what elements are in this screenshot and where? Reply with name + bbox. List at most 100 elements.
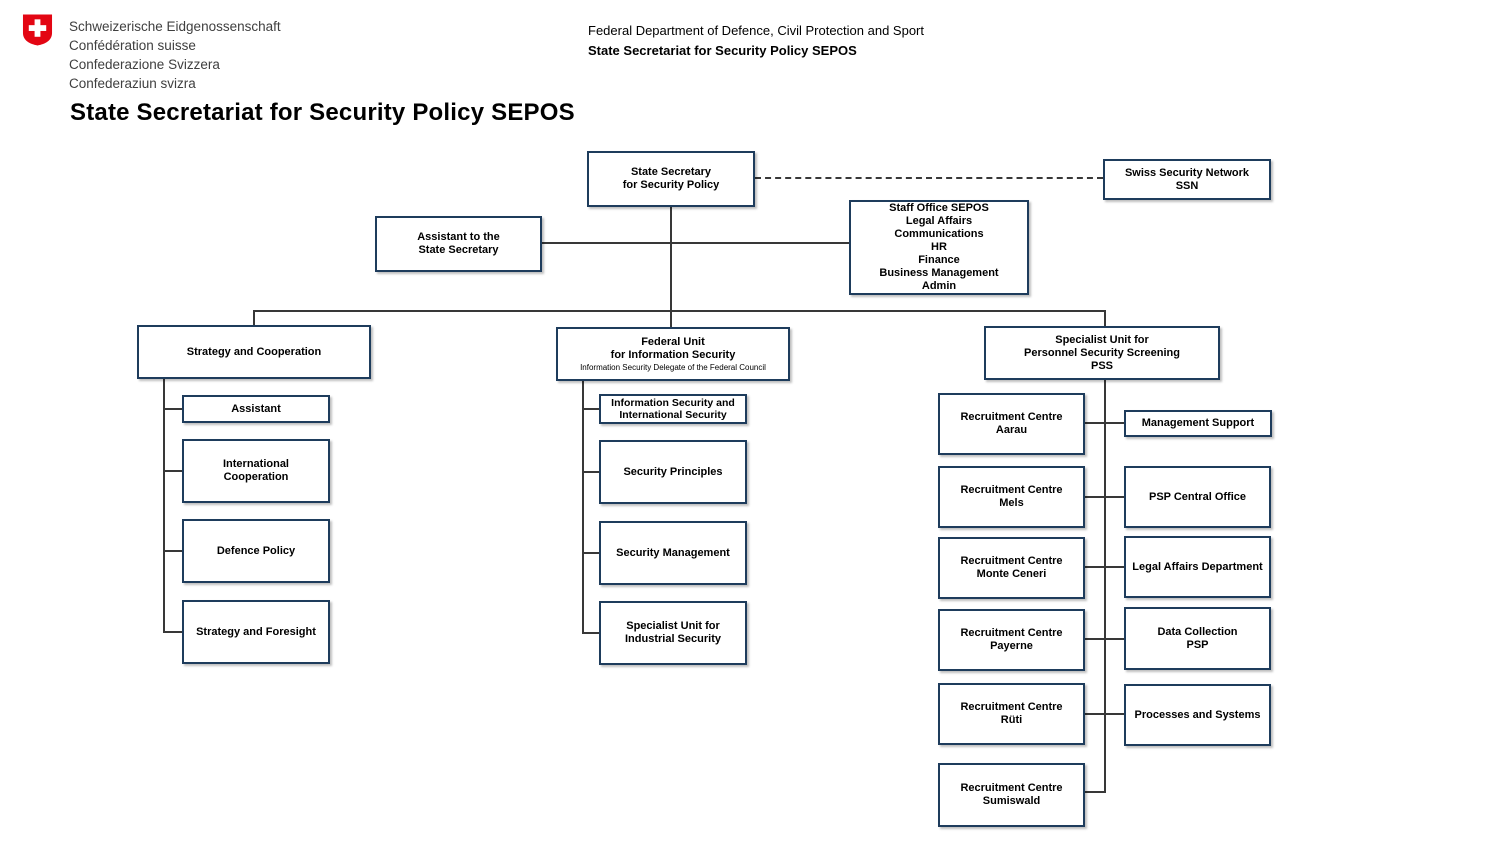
node-label: Rüti <box>1000 714 1023 726</box>
connector-line <box>163 408 182 410</box>
node-information-security-international: Information Security and International S… <box>599 394 747 424</box>
node-specialist-unit-pss: Specialist Unit for Personnel Security S… <box>984 326 1220 380</box>
node-label: Security Management <box>616 546 730 559</box>
connector-line <box>542 242 849 244</box>
node-label: for Security Policy <box>622 179 720 191</box>
logo-line: Confédération suisse <box>69 38 196 53</box>
node-federal-unit-information-security: Federal Unit for Information Security In… <box>556 327 790 381</box>
connector-line <box>582 552 599 554</box>
node-label: PSS <box>1090 359 1113 372</box>
node-label: for Information Security <box>610 349 736 361</box>
node-label: Recruitment Centre <box>960 701 1063 713</box>
node-assistant-to-state-secretary: Assistant to the State Secretary <box>375 216 542 272</box>
connector-line <box>582 381 584 633</box>
node-processes-and-systems: Processes and Systems <box>1124 684 1271 746</box>
confederation-wordmark: Schweizerische Eidgenossenschaft Confédé… <box>69 17 281 93</box>
connector-line <box>582 471 599 473</box>
node-label: Industrial Security <box>625 633 721 645</box>
logo-line: Confederaziun svizra <box>69 76 196 91</box>
connector-line <box>1104 310 1106 326</box>
connector-line <box>163 550 182 552</box>
connector-line <box>253 310 1106 312</box>
node-strategy-and-cooperation: Strategy and Cooperation <box>137 325 371 379</box>
node-staff-office: Staff Office SEPOS Legal Affairs Communi… <box>849 200 1029 295</box>
node-security-principles: Security Principles <box>599 440 747 504</box>
node-label: Aarau <box>995 424 1028 436</box>
node-label: Federal Unit <box>641 336 705 348</box>
node-label: Information Security and <box>611 397 735 409</box>
node-label: Admin <box>921 280 957 292</box>
node-label: International Security <box>619 409 727 421</box>
node-recruitment-centre-mels: Recruitment Centre Mels <box>938 466 1085 528</box>
node-label: Cooperation <box>223 471 289 483</box>
connector-line <box>1085 422 1124 424</box>
node-state-secretary: State Secretary for Security Policy <box>587 151 755 207</box>
node-management-support: Management Support <box>1124 410 1272 437</box>
node-label: Finance <box>918 254 960 266</box>
node-swiss-security-network: Swiss Security Network SSN <box>1103 159 1271 200</box>
node-label: Recruitment Centre <box>960 555 1063 567</box>
node-recruitment-centre-monte-ceneri: Recruitment Centre Monte Ceneri <box>938 537 1085 599</box>
node-strategy-and-foresight: Strategy and Foresight <box>182 600 330 664</box>
connector-line <box>1085 713 1124 715</box>
node-label: SSN <box>1175 179 1199 192</box>
connector-line <box>163 470 182 472</box>
node-psp-central-office: PSP Central Office <box>1124 466 1271 528</box>
node-label: HR <box>931 241 947 253</box>
node-label: Recruitment Centre <box>960 627 1063 639</box>
node-label: Recruitment Centre <box>960 411 1063 423</box>
node-recruitment-centre-aarau: Recruitment Centre Aarau <box>938 393 1085 455</box>
node-label: PSP <box>1186 638 1209 651</box>
node-label: Swiss Security Network <box>1124 166 1250 179</box>
logo-line: Confederazione Svizzera <box>69 57 220 72</box>
node-label: International <box>222 458 289 470</box>
node-label: Sumiswald <box>982 795 1041 807</box>
swiss-coat-of-arms-icon <box>22 13 53 52</box>
connector-line <box>163 631 182 633</box>
page-title: State Secretariat for Security Policy SE… <box>70 99 575 126</box>
node-label: Recruitment Centre <box>960 484 1063 496</box>
organisation-name: State Secretariat for Security Policy SE… <box>588 43 857 58</box>
node-assistant: Assistant <box>182 395 330 423</box>
node-defence-policy: Defence Policy <box>182 519 330 583</box>
node-data-collection-psp: Data Collection PSP <box>1124 607 1271 670</box>
node-label: Specialist Unit for <box>626 620 720 632</box>
node-label: Defence Policy <box>216 544 296 557</box>
connector-line <box>1085 566 1124 568</box>
connector-line <box>1104 380 1106 793</box>
node-recruitment-centre-ruti: Recruitment Centre Rüti <box>938 683 1085 745</box>
node-recruitment-centre-payerne: Recruitment Centre Payerne <box>938 609 1085 671</box>
node-label: Security Principles <box>623 465 723 478</box>
connector-line <box>582 408 599 410</box>
node-label: Recruitment Centre <box>960 782 1063 794</box>
node-label: Communications <box>894 228 984 240</box>
node-label: Strategy and Foresight <box>196 625 316 638</box>
node-label: Mels <box>999 497 1024 509</box>
node-legal-affairs-department: Legal Affairs Department <box>1124 536 1271 598</box>
node-label: Staff Office SEPOS <box>889 202 989 214</box>
connector-line <box>582 632 599 634</box>
department-header: Federal Department of Defence, Civil Pro… <box>588 21 924 61</box>
node-label: State Secretary <box>418 244 499 256</box>
node-label: Legal Affairs <box>905 215 973 227</box>
node-international-cooperation: International Cooperation <box>182 439 330 503</box>
node-label: State Secretary <box>630 166 712 178</box>
node-label: Legal Affairs Department <box>1132 560 1263 573</box>
node-label: Data Collection <box>1157 625 1238 638</box>
node-label: Specialist Unit for <box>1055 333 1149 346</box>
node-label: Business Management <box>879 267 999 279</box>
node-label: Processes and Systems <box>1134 708 1261 721</box>
connector-line <box>670 207 672 327</box>
connector-line <box>253 310 255 325</box>
node-label: Payerne <box>990 640 1033 652</box>
department-name: Federal Department of Defence, Civil Pro… <box>588 23 925 38</box>
node-industrial-security: Specialist Unit for Industrial Security <box>599 601 747 665</box>
connector-line <box>1085 791 1104 793</box>
connector-line <box>1085 496 1124 498</box>
node-label: Personnel Security Screening <box>1024 346 1180 359</box>
node-security-management: Security Management <box>599 521 747 585</box>
node-label: Assistant to the <box>417 231 500 243</box>
node-label: Management Support <box>1141 417 1255 429</box>
node-recruitment-centre-sumiswald: Recruitment Centre Sumiswald <box>938 763 1085 827</box>
